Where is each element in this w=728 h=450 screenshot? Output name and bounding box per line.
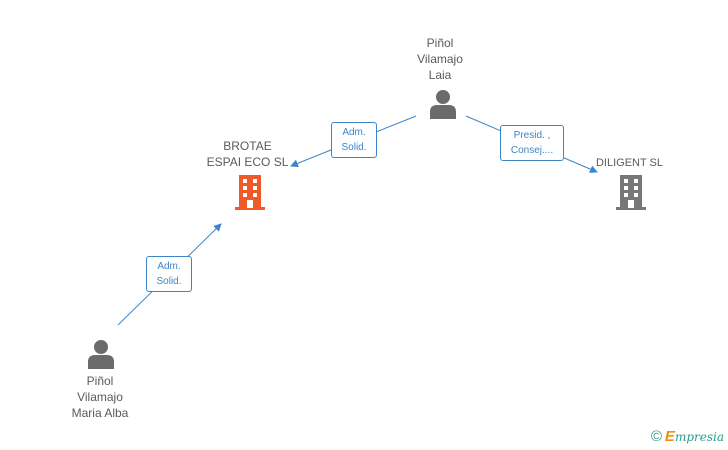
- person-maria-line-3: Maria Alba: [71, 406, 129, 420]
- company-brotae-label[interactable]: BROTAE ESPAI ECO SL: [195, 138, 300, 170]
- company-diligent-label[interactable]: DILIGENT SL: [592, 155, 667, 171]
- company-diligent-line-1: DILIGENT SL: [595, 157, 664, 169]
- edge-label-maria-brotae[interactable]: Adm. Solid.: [146, 256, 192, 292]
- person-laia-line-2: Vilamajo: [417, 52, 463, 66]
- person-maria-line-2: Vilamajo: [77, 390, 123, 404]
- person-icon[interactable]: [87, 339, 115, 369]
- edge-label-line-1: Adm.: [342, 127, 366, 138]
- edge-label-laia-diligent[interactable]: Presid. , Consej....: [500, 125, 564, 161]
- building-icon[interactable]: [235, 175, 265, 210]
- copyright-symbol: ©: [650, 428, 662, 445]
- person-icon[interactable]: [429, 89, 457, 119]
- person-maria-line-1: Piñol: [86, 374, 114, 388]
- person-laia-line-1: Piñol: [426, 36, 454, 50]
- edge-label-line-2: Consej....: [510, 145, 554, 156]
- empresia-logo: Empresia: [665, 428, 724, 445]
- person-laia-label[interactable]: Piñol Vilamajo Laia: [400, 35, 480, 83]
- edge-label-line-2: Solid.: [156, 276, 182, 287]
- footer-brand: © Empresia: [651, 428, 724, 445]
- brand-initial: E: [664, 428, 675, 445]
- edge-label-line-1: Presid. ,: [513, 130, 551, 141]
- edge-label-laia-brotae[interactable]: Adm. Solid.: [331, 122, 377, 158]
- building-icon[interactable]: [616, 175, 646, 210]
- brand-rest: mpresia: [674, 430, 724, 444]
- company-brotae-line-1: BROTAE: [223, 139, 272, 153]
- edge-label-line-1: Adm.: [157, 261, 181, 272]
- person-maria-label[interactable]: Piñol Vilamajo Maria Alba: [54, 373, 146, 421]
- edge-label-line-2: Solid.: [341, 142, 367, 153]
- company-brotae-line-2: ESPAI ECO SL: [206, 155, 289, 169]
- person-laia-line-3: Laia: [428, 68, 452, 82]
